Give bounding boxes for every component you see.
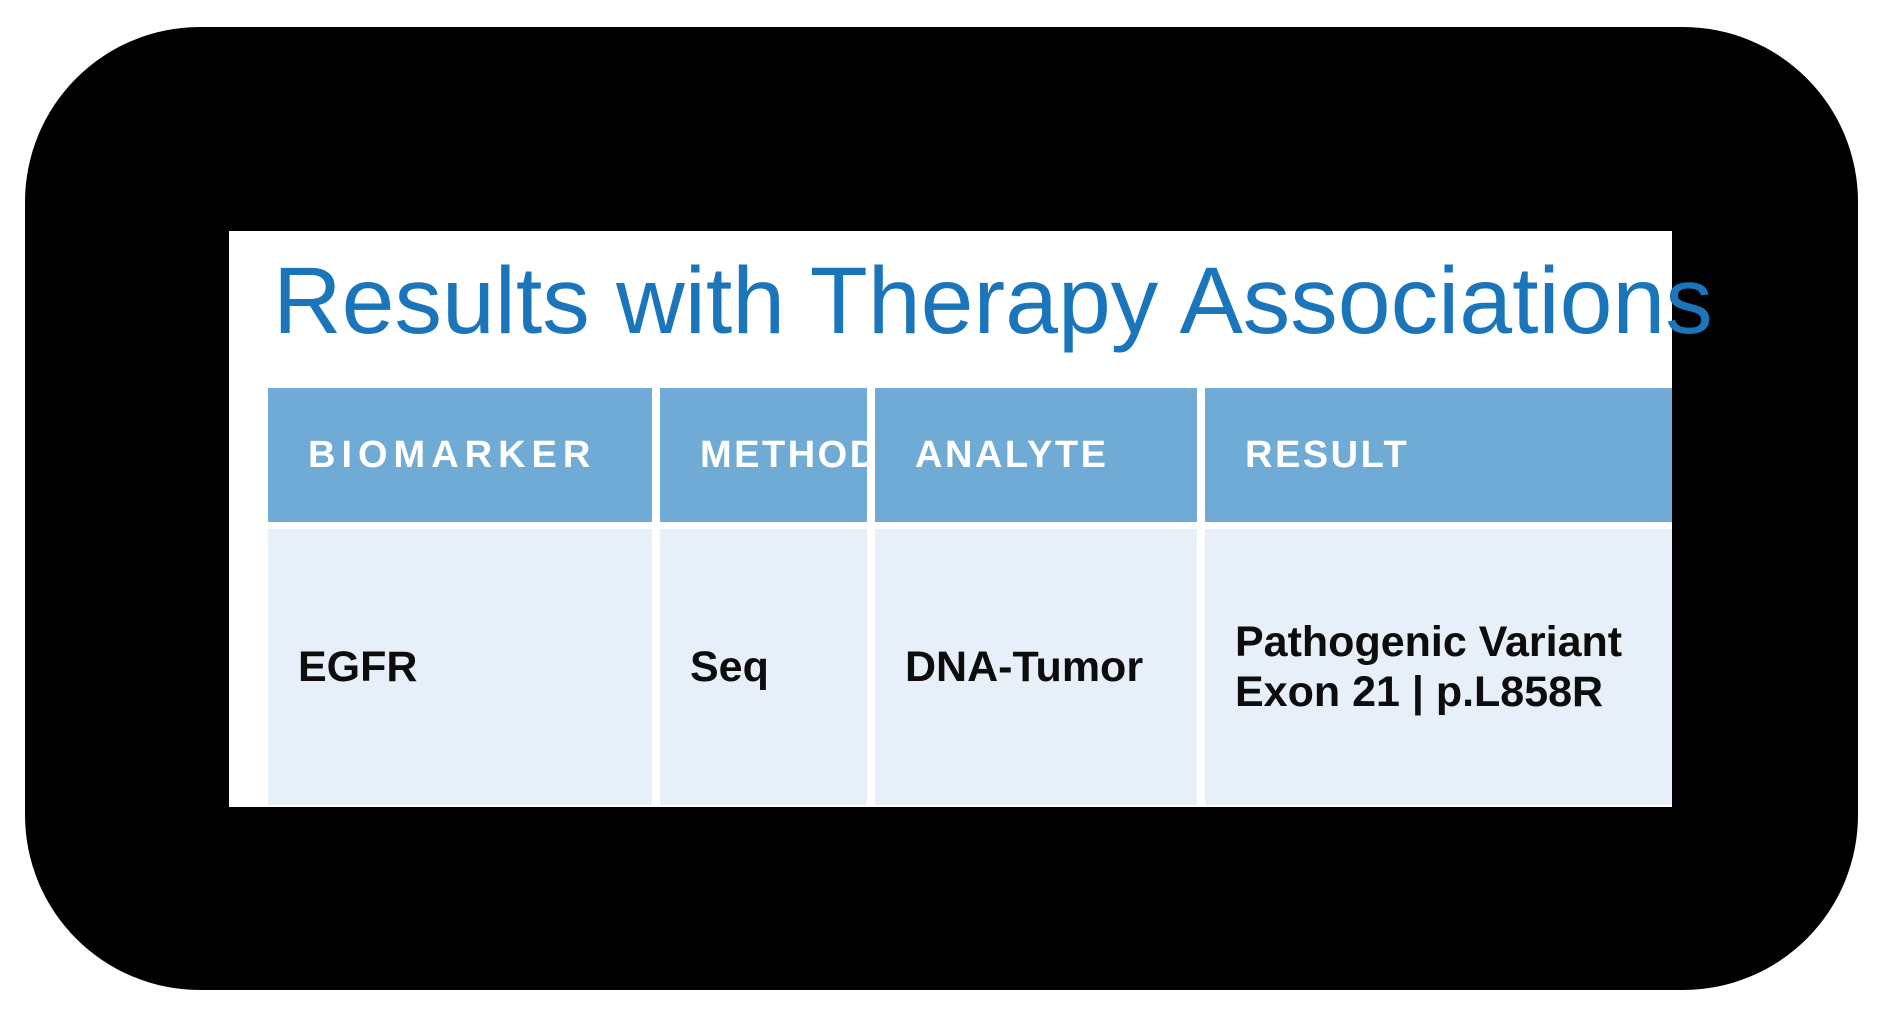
result-line-2: Exon 21 | p.L858R [1235,668,1604,716]
header-cell-result: RESULT [1205,388,1672,522]
biomarker-value: EGFR [298,643,418,691]
analyte-value: DNA-Tumor [905,643,1144,691]
black-rounded-frame: Results with Therapy Associations BIOMAR… [25,27,1858,990]
analyte-cell: DNA-Tumor [875,529,1197,805]
result-line-1: Pathogenic Variant [1235,618,1623,666]
header-cell-biomarker: BIOMARKER [268,388,652,522]
method-cell: Seq [660,529,867,805]
results-table: BIOMARKER METHOD ANALYTE RESULT EGFR Seq… [268,388,1672,805]
header-cell-analyte: ANALYTE [875,388,1197,522]
slide-panel: Results with Therapy Associations BIOMAR… [229,231,1713,807]
page-title: Results with Therapy Associations [273,248,1713,354]
header-cell-method: METHOD [660,388,877,522]
biomarker-cell: EGFR [268,529,652,805]
result-cell: Pathogenic Variant Exon 21 | p.L858R [1205,529,1672,805]
method-value: Seq [690,643,769,691]
